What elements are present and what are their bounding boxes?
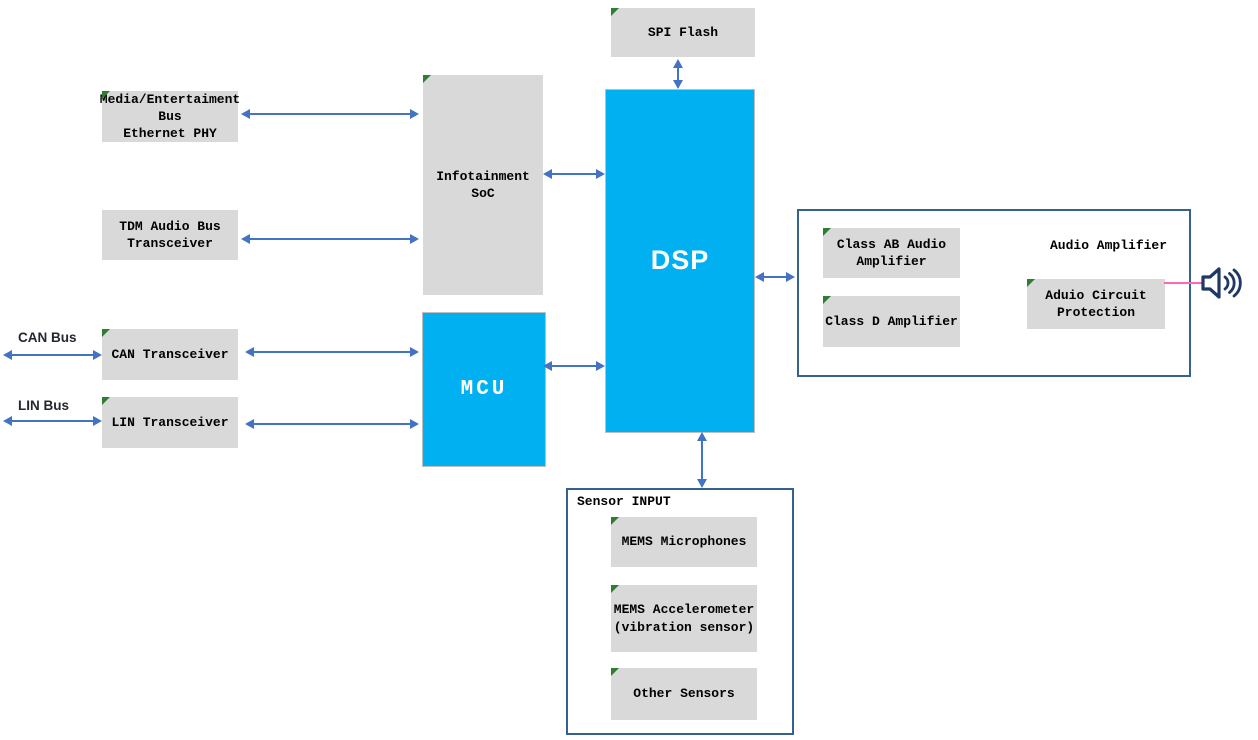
corner-flag-icon: [611, 585, 619, 593]
node-label: Class D Amplifier: [825, 313, 958, 329]
node-label: Infotainment SoC: [436, 168, 530, 201]
node-mems-accelerometer: MEMS Accelerometer (vibration sensor): [611, 585, 757, 652]
sensor-input-group: [566, 488, 794, 735]
node-label: SPI Flash: [647, 24, 719, 40]
node-can-transceiver: CAN Transceiver: [102, 329, 238, 380]
audio-amplifier-group: [797, 209, 1191, 377]
node-label: Other Sensors: [633, 686, 735, 702]
node-label: Class AB Audio Amplifier: [836, 236, 947, 269]
corner-flag-icon: [1027, 279, 1035, 287]
node-dsp: DSP: [605, 89, 755, 433]
corner-flag-icon: [423, 75, 431, 83]
corner-flag-icon: [611, 8, 619, 16]
node-label: DSP: [650, 245, 710, 276]
corner-flag-icon: [102, 91, 110, 99]
arrow-can-mcu: [245, 347, 419, 357]
node-media-ethernet-phy: Media/Entertaiment Bus Ethernet PHY: [99, 91, 241, 142]
arrow-dsp-audio-amplifier: [755, 272, 795, 282]
node-other-sensors: Other Sensors: [611, 668, 757, 720]
node-label: MEMS Accelerometer (vibration sensor): [613, 602, 755, 635]
arrow-tdm-soc: [241, 234, 419, 244]
node-label: MEMS Microphones: [621, 534, 747, 550]
node-class-d-amplifier: Class D Amplifier: [823, 296, 960, 347]
lin-bus-label: LIN Bus: [18, 398, 70, 413]
arrow-lin-bus: [3, 416, 102, 426]
audio-amplifier-group-title: Audio Amplifier: [1050, 238, 1168, 253]
node-tdm-transceiver: TDM Audio Bus Transceiver: [102, 210, 238, 260]
arrow-dsp-sensor-input: [697, 432, 707, 488]
arrow-soc-dsp: [543, 169, 605, 179]
arrow-spi-dsp: [673, 59, 683, 89]
node-label: TDM Audio Bus Transceiver: [119, 218, 221, 251]
arrow-lin-mcu: [245, 419, 419, 429]
node-label: Media/Entertaiment Bus Ethernet PHY: [99, 91, 241, 142]
corner-flag-icon: [823, 296, 831, 304]
corner-flag-icon: [611, 668, 619, 676]
speaker-wire: [1164, 282, 1204, 284]
corner-flag-icon: [611, 517, 619, 525]
corner-flag-icon: [102, 329, 110, 337]
node-label: MCU: [460, 377, 508, 401]
corner-flag-icon: [102, 397, 110, 405]
node-audio-circuit-protection: Aduio Circuit Protection: [1027, 279, 1165, 329]
arrow-media-soc: [241, 109, 419, 119]
node-lin-transceiver: LIN Transceiver: [102, 397, 238, 448]
can-bus-label: CAN Bus: [18, 330, 77, 345]
corner-flag-icon: [823, 228, 831, 236]
arrow-can-bus: [3, 350, 102, 360]
node-mems-microphones: MEMS Microphones: [611, 517, 757, 567]
node-infotainment-soc: Infotainment SoC: [423, 75, 543, 295]
node-spi-flash: SPI Flash: [611, 8, 755, 57]
node-label: Aduio Circuit Protection: [1045, 287, 1147, 320]
sensor-input-group-title: Sensor INPUT: [577, 494, 671, 509]
node-class-ab-audio-amplifier: Class AB Audio Amplifier: [823, 228, 960, 278]
node-mcu: MCU: [422, 312, 546, 467]
node-label: LIN Transceiver: [111, 414, 229, 430]
speaker-icon: [1201, 267, 1242, 299]
arrow-mcu-dsp: [543, 361, 605, 371]
node-label: CAN Transceiver: [111, 346, 229, 362]
